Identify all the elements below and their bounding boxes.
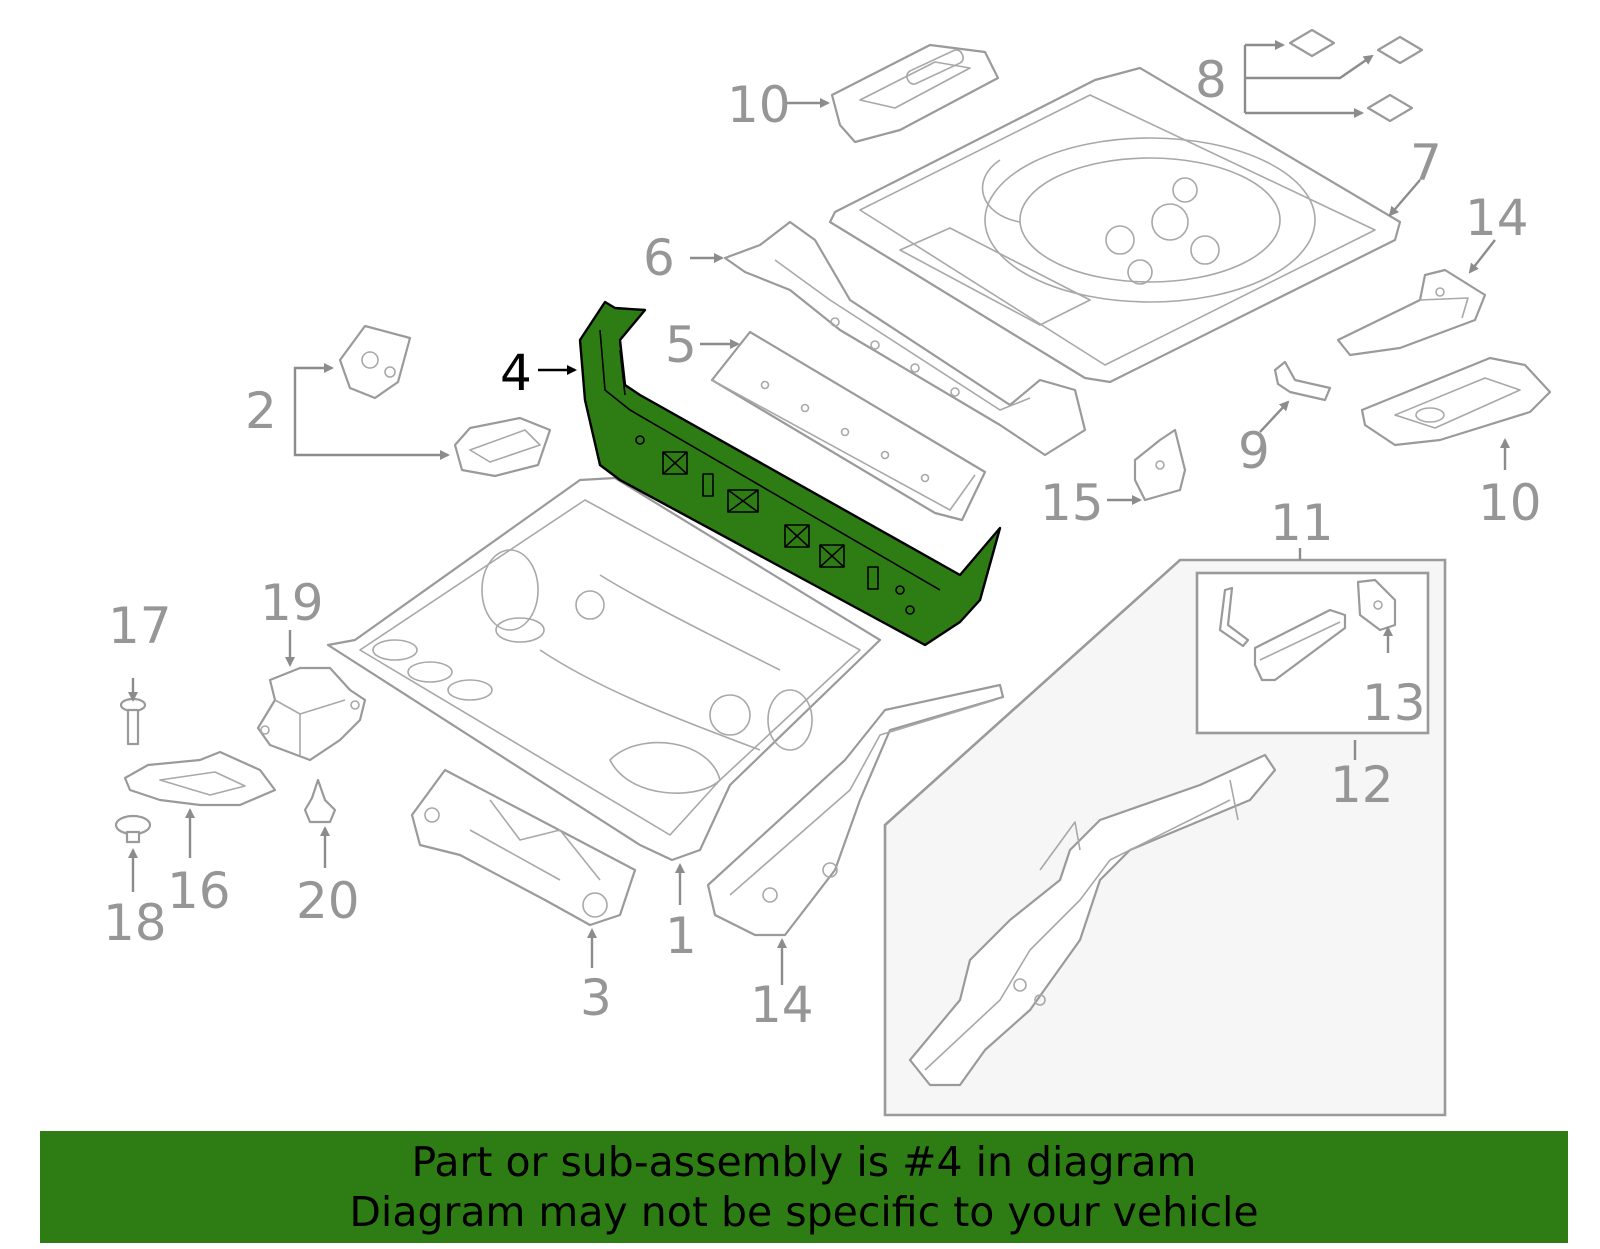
part-4-rear-panel-highlighted[interactable] bbox=[578, 300, 1002, 647]
leader-lines bbox=[128, 45, 1510, 985]
part-19-plug[interactable] bbox=[114, 814, 152, 844]
part-10-lower-bracket[interactable] bbox=[1360, 356, 1552, 447]
part-8-plugs[interactable] bbox=[1288, 28, 1424, 123]
callout-7: 7 bbox=[1410, 134, 1442, 192]
part-2-brackets[interactable] bbox=[338, 324, 552, 478]
part-14-sill[interactable] bbox=[706, 683, 1005, 937]
callout-17: 16 bbox=[167, 862, 231, 920]
banner-line-2: Diagram may not be specific to your vehi… bbox=[349, 1188, 1259, 1236]
part-21-clip[interactable] bbox=[303, 778, 337, 824]
callout-8: 8 bbox=[1195, 51, 1227, 109]
part-18-bolt[interactable] bbox=[119, 697, 147, 746]
part-6-crossmember[interactable] bbox=[723, 220, 1087, 457]
part-10-upper-bracket[interactable] bbox=[830, 43, 1000, 144]
part-1-floor-pan[interactable] bbox=[326, 476, 882, 862]
callout-9: 9 bbox=[1238, 422, 1270, 480]
callout-16: 15 bbox=[1040, 474, 1104, 532]
part-9-clip[interactable] bbox=[1273, 360, 1332, 402]
callout-21: 20 bbox=[296, 872, 360, 930]
callout-14: 14 bbox=[750, 976, 814, 1034]
callout-12: 12 bbox=[1330, 756, 1394, 814]
callout-18: 17 bbox=[108, 597, 172, 655]
part-20-cover[interactable] bbox=[256, 666, 367, 762]
callout-11: 11 bbox=[1270, 494, 1334, 552]
callout-1: 1 bbox=[665, 907, 697, 965]
callout-labels: 10 8 7 6 5 4 2 14 9 15 10 11 13 12 17 19… bbox=[103, 51, 1542, 1034]
callout-19: 18 bbox=[103, 894, 167, 952]
banner-line-1: Part or sub-assembly is #4 in diagram bbox=[411, 1138, 1197, 1186]
callout-15: 14 bbox=[1465, 189, 1529, 247]
callout-4: 4 bbox=[500, 344, 532, 402]
callout-2: 2 bbox=[245, 382, 277, 440]
callout-13: 13 bbox=[1362, 674, 1426, 732]
part-15-bracket[interactable] bbox=[1336, 268, 1487, 357]
part-3-side-member[interactable] bbox=[410, 768, 637, 927]
part-16-bracket[interactable] bbox=[1133, 428, 1187, 502]
callout-20: 19 bbox=[260, 574, 324, 632]
info-banner: Part or sub-assembly is #4 in diagram Di… bbox=[40, 1131, 1568, 1243]
part-7-rear-floor-pan[interactable] bbox=[828, 66, 1402, 384]
callout-10-top: 10 bbox=[727, 76, 791, 134]
part-5-reinforcement[interactable] bbox=[710, 330, 987, 522]
part-11-inset[interactable] bbox=[883, 558, 1447, 1117]
callout-5: 5 bbox=[665, 316, 697, 374]
callout-3: 3 bbox=[580, 969, 612, 1027]
callout-10-right: 10 bbox=[1478, 474, 1542, 532]
part-17-shield[interactable] bbox=[123, 750, 277, 807]
callout-6: 6 bbox=[643, 229, 675, 287]
